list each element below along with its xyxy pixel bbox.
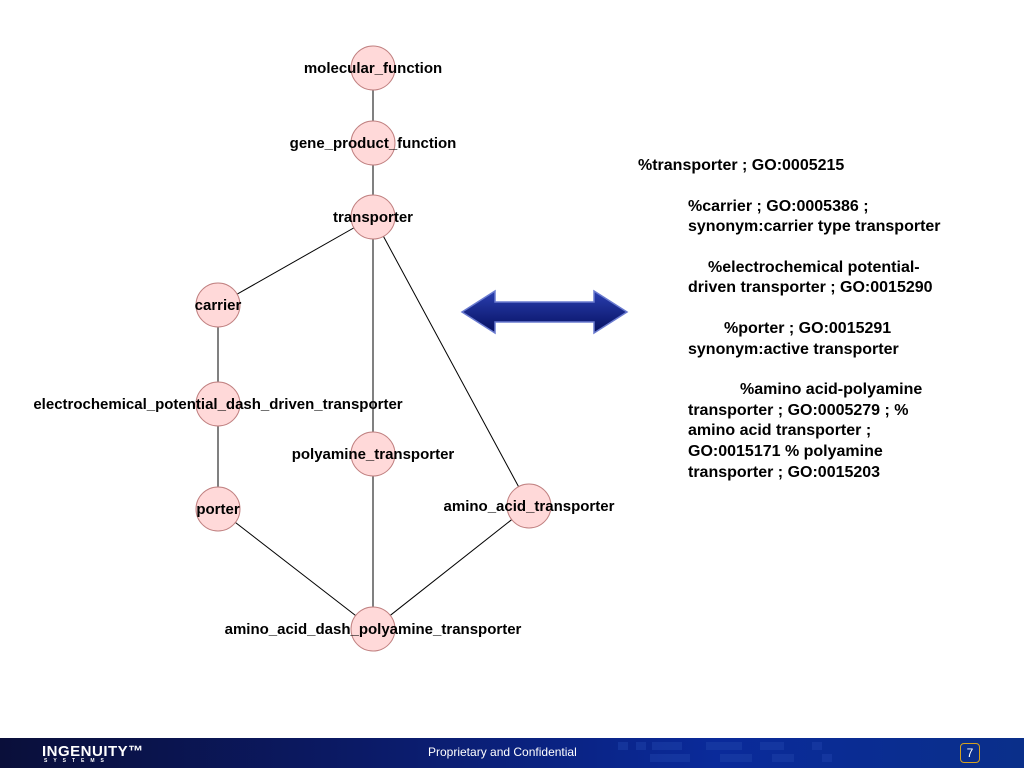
node-label-electrochemical: electrochemical_potential_dash_driven_tr… [33,396,402,413]
node-transporter [350,194,396,240]
node-gene_product_function [350,120,396,166]
node-label-amino_acid: amino_acid_transporter [444,498,615,515]
node-label-molecular_function: molecular_function [304,60,442,77]
go-term-carrier-line: %carrier ; GO:0005386 ; [688,197,869,215]
node-label-transporter: transporter [333,209,413,226]
ingenuity-logo-sub: SYSTEMS [44,758,110,764]
go-term-carrier: %carrier ; GO:0005386 ; synonym:carrier … [620,197,988,238]
go-term-amino-line5: transporter ; GO:0015203 [688,463,881,481]
go-term-porter: %porter ; GO:0015291 synonym:active tran… [620,319,988,360]
footer-confidential-text: Proprietary and Confidential [428,745,577,759]
graph-nodes [195,45,552,652]
page-number: 7 [960,743,980,763]
node-label-porter: porter [196,501,240,518]
go-term-electro-line: %electrochemical potential- [708,258,920,276]
go-term-amino-line2: transporter ; GO:0005279 ; % [688,401,909,419]
go-term-transporter: %transporter ; GO:0005215 [638,157,845,174]
go-term-amino-line3: amino acid transporter ; [688,422,872,440]
graph-labels: molecular_function gene_product_functiont… [33,60,614,638]
edge-porter-aa_polyamine [217,508,374,630]
footer-bar [0,738,1024,768]
go-term-electro-line2: driven transporter ; GO:0015290 [688,279,933,297]
double-arrow-icon [460,289,629,335]
node-label-carrier: carrier [195,297,242,314]
go-term-amino-line4: GO:0015171 % polyamine [688,442,883,460]
node-label-gene_product_function: gene_product_function [290,135,457,152]
node-aa_polyamine [350,606,396,652]
go-term-list: %transporter ; GO:0005215 %carrier ; GO:… [620,156,1000,503]
node-molecular_function [350,45,396,91]
go-term-porter-synonym: synonym:active transporter [688,340,899,358]
go-term-amino-acid: %amino acid-polyamine transporter ; GO:0… [620,380,988,483]
go-term-electrochemical: %electrochemical potential- driven trans… [620,258,988,299]
go-term-porter-line: %porter ; GO:0015291 [724,319,892,337]
node-carrier [195,282,241,328]
edge-transporter-amino_acid [372,216,530,507]
node-label-aa_polyamine: amino_acid_dash_polyamine_transporter [225,621,522,638]
ingenuity-logo: INGENUITY™ [42,743,144,760]
ontology-graph: molecular_function gene_product_functiont… [33,45,629,652]
node-electrochemical [195,381,241,427]
node-label-polyamine: polyamine_transporter [292,446,455,463]
edge-amino_acid-aa_polyamine [372,505,530,630]
edge-transporter-carrier [217,216,374,306]
node-polyamine [350,431,396,477]
go-term-carrier-synonym: synonym:carrier type transporter [688,218,941,236]
go-term-amino-line1: %amino acid-polyamine [740,381,923,399]
node-amino_acid [506,483,552,529]
node-porter [195,486,241,532]
